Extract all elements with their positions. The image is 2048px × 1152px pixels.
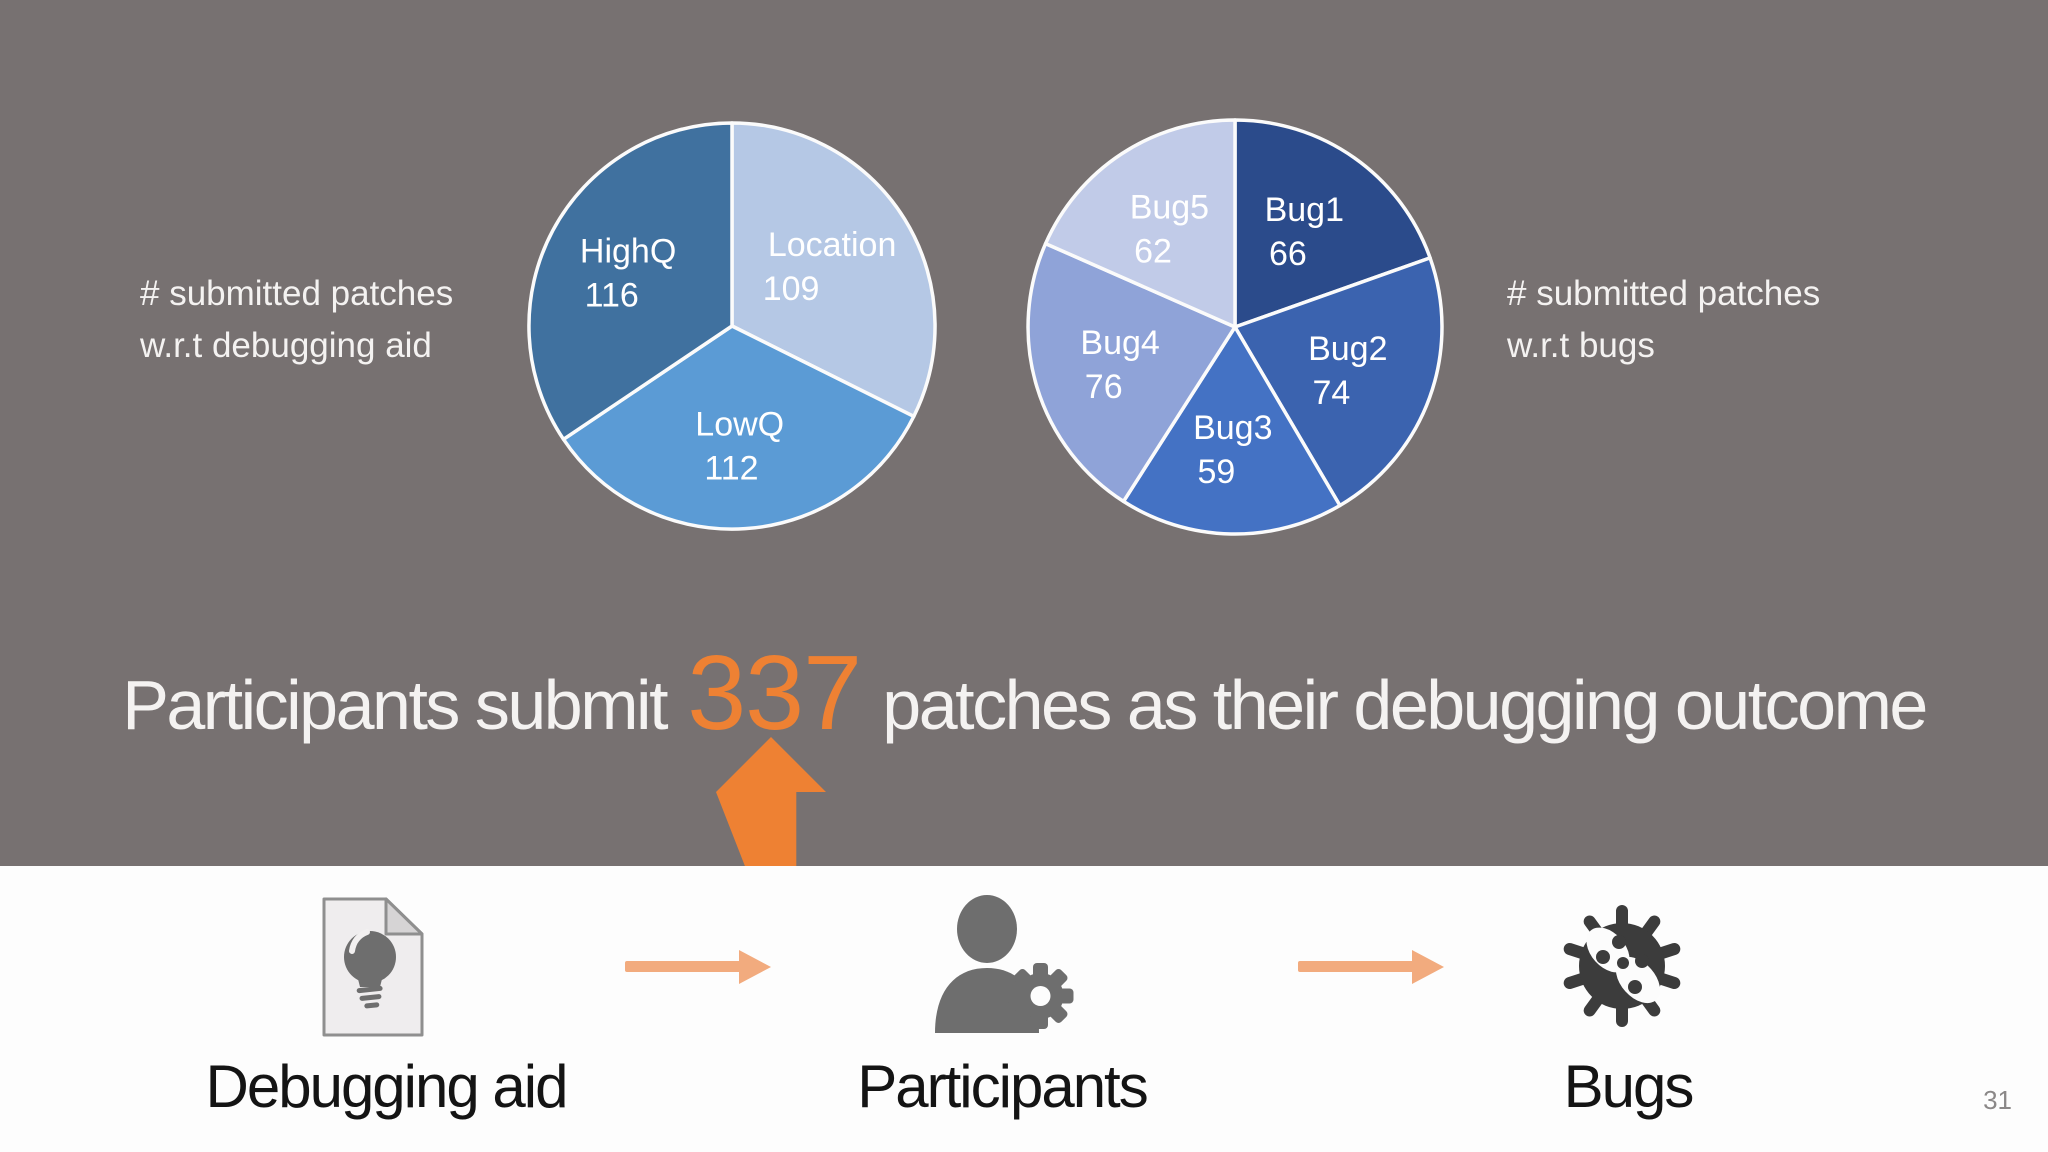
pie-slice-bug4 [1026,241,1237,504]
pie-slice-location [730,121,937,419]
slide-top-section: # submitted patches w.r.t debugging aid … [0,0,2048,868]
up-arrow-icon [716,737,826,868]
document-lightbulb-icon [322,897,424,1037]
arrow-head [739,950,771,984]
headline-total-count: 337 [687,634,862,752]
caption-line: w.r.t bugs [1507,326,1655,365]
person-gear-icon [935,895,1074,1033]
pie-slice-bug5 [1043,118,1237,329]
caption-line: # submitted patches [1507,274,1821,313]
right-pie-caption: # submitted patches w.r.t bugs [1507,268,1820,372]
headline-prefix: Participants submit [122,666,668,744]
page-number: 31 [1983,1085,2012,1115]
left-pie-caption: # submitted patches w.r.t debugging aid [140,268,453,372]
arrow-head [1412,950,1444,984]
pie-slice-lowq [561,324,916,531]
arrow-shaft [625,961,743,972]
caption-line: # submitted patches [140,274,454,313]
pie-slice-bug2 [1233,256,1444,508]
headline-suffix: patches as their debugging outcome [882,666,1928,744]
pie-slice-bug3 [1121,325,1342,536]
slide-bottom-section: Debugging aid Participants Bugs 31 [0,866,2048,1152]
right-arrow-icon [1298,950,1444,984]
pipeline-label-debugging-aid: Debugging aid [205,1053,569,1120]
pie-slice-highq [527,121,734,442]
arrow-shaft [1298,961,1416,972]
right-arrow-icon [625,950,771,984]
bug-icon [1563,905,1681,1027]
pipeline-label-participants: Participants [857,1053,1148,1120]
caption-line: w.r.t debugging aid [140,326,432,365]
pipeline-label-bugs: Bugs [1563,1053,1695,1120]
pie-slice-bug1 [1233,118,1432,329]
